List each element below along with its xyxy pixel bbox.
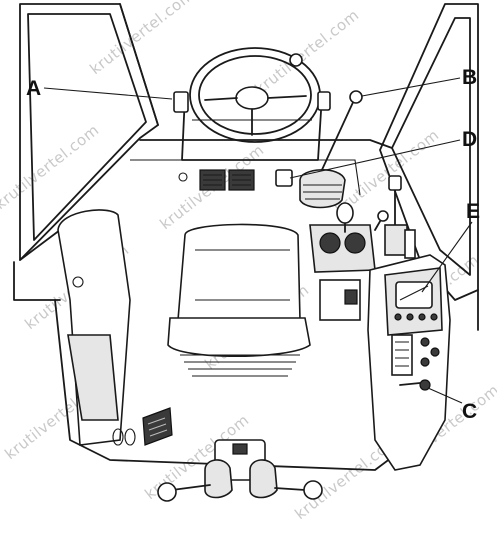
left-side-panel: [57, 209, 136, 446]
rear-control-levers: [157, 439, 323, 502]
shift-lever-right: [299, 90, 363, 209]
callout-leaders: [43, 77, 473, 404]
callout-label-e: E: [466, 200, 480, 223]
callout-label-c: C: [462, 400, 477, 423]
cab-frame: [13, 3, 479, 331]
center-control-levers: [309, 175, 416, 321]
steering-column: [173, 91, 331, 182]
operator-seat: [167, 223, 311, 377]
callout-label-d: D: [462, 128, 477, 151]
steering-wheel: [189, 47, 321, 143]
callout-label-a: A: [26, 77, 41, 100]
watermark-text: krutilvertel.com: [0, 121, 102, 213]
callouts: A B D E C: [26, 66, 480, 423]
callout-label-b: B: [462, 66, 477, 89]
floor-pedal-left: [142, 407, 173, 446]
pedals: [199, 169, 293, 191]
watermark-text: krutilvertel.com: [86, 0, 197, 78]
watermark-text: krutilvertel.com: [251, 6, 362, 98]
